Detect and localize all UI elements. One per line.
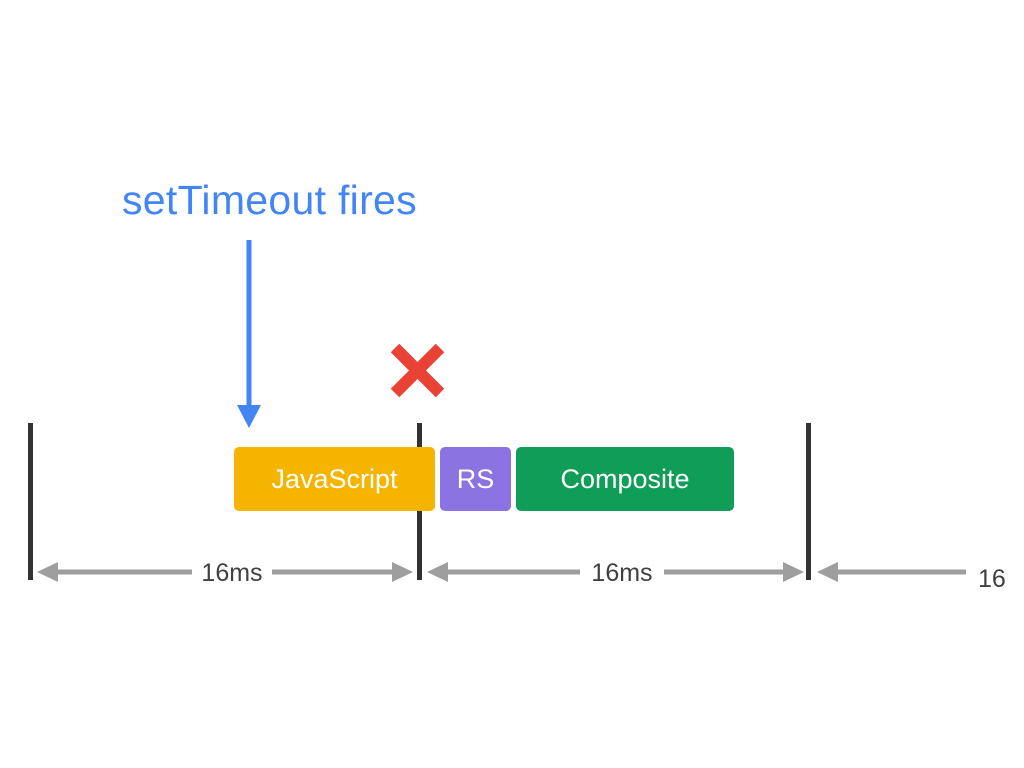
rs-task-label: RS: [456, 463, 495, 494]
duration-arrow-first: [37, 562, 413, 582]
javascript-task-label: JavaScript: [271, 463, 398, 494]
duration-arrow-third: [817, 562, 966, 582]
frame-boundary-1: [28, 423, 33, 580]
down-arrow-icon: [237, 240, 261, 428]
duration-label-second: 16ms: [580, 556, 664, 590]
settimeout-caption: setTimeout fires: [122, 177, 417, 223]
rs-task: RS: [440, 447, 511, 511]
composite-task: Composite: [516, 447, 734, 511]
composite-task-label: Composite: [560, 463, 690, 494]
duration-arrow-second: [427, 562, 804, 582]
frame-boundary-3: [806, 423, 811, 580]
javascript-task: JavaScript: [234, 447, 435, 511]
cross-icon: [390, 343, 445, 398]
duration-label-third: 16: [978, 562, 1024, 596]
duration-label-first: 16ms: [192, 556, 272, 590]
